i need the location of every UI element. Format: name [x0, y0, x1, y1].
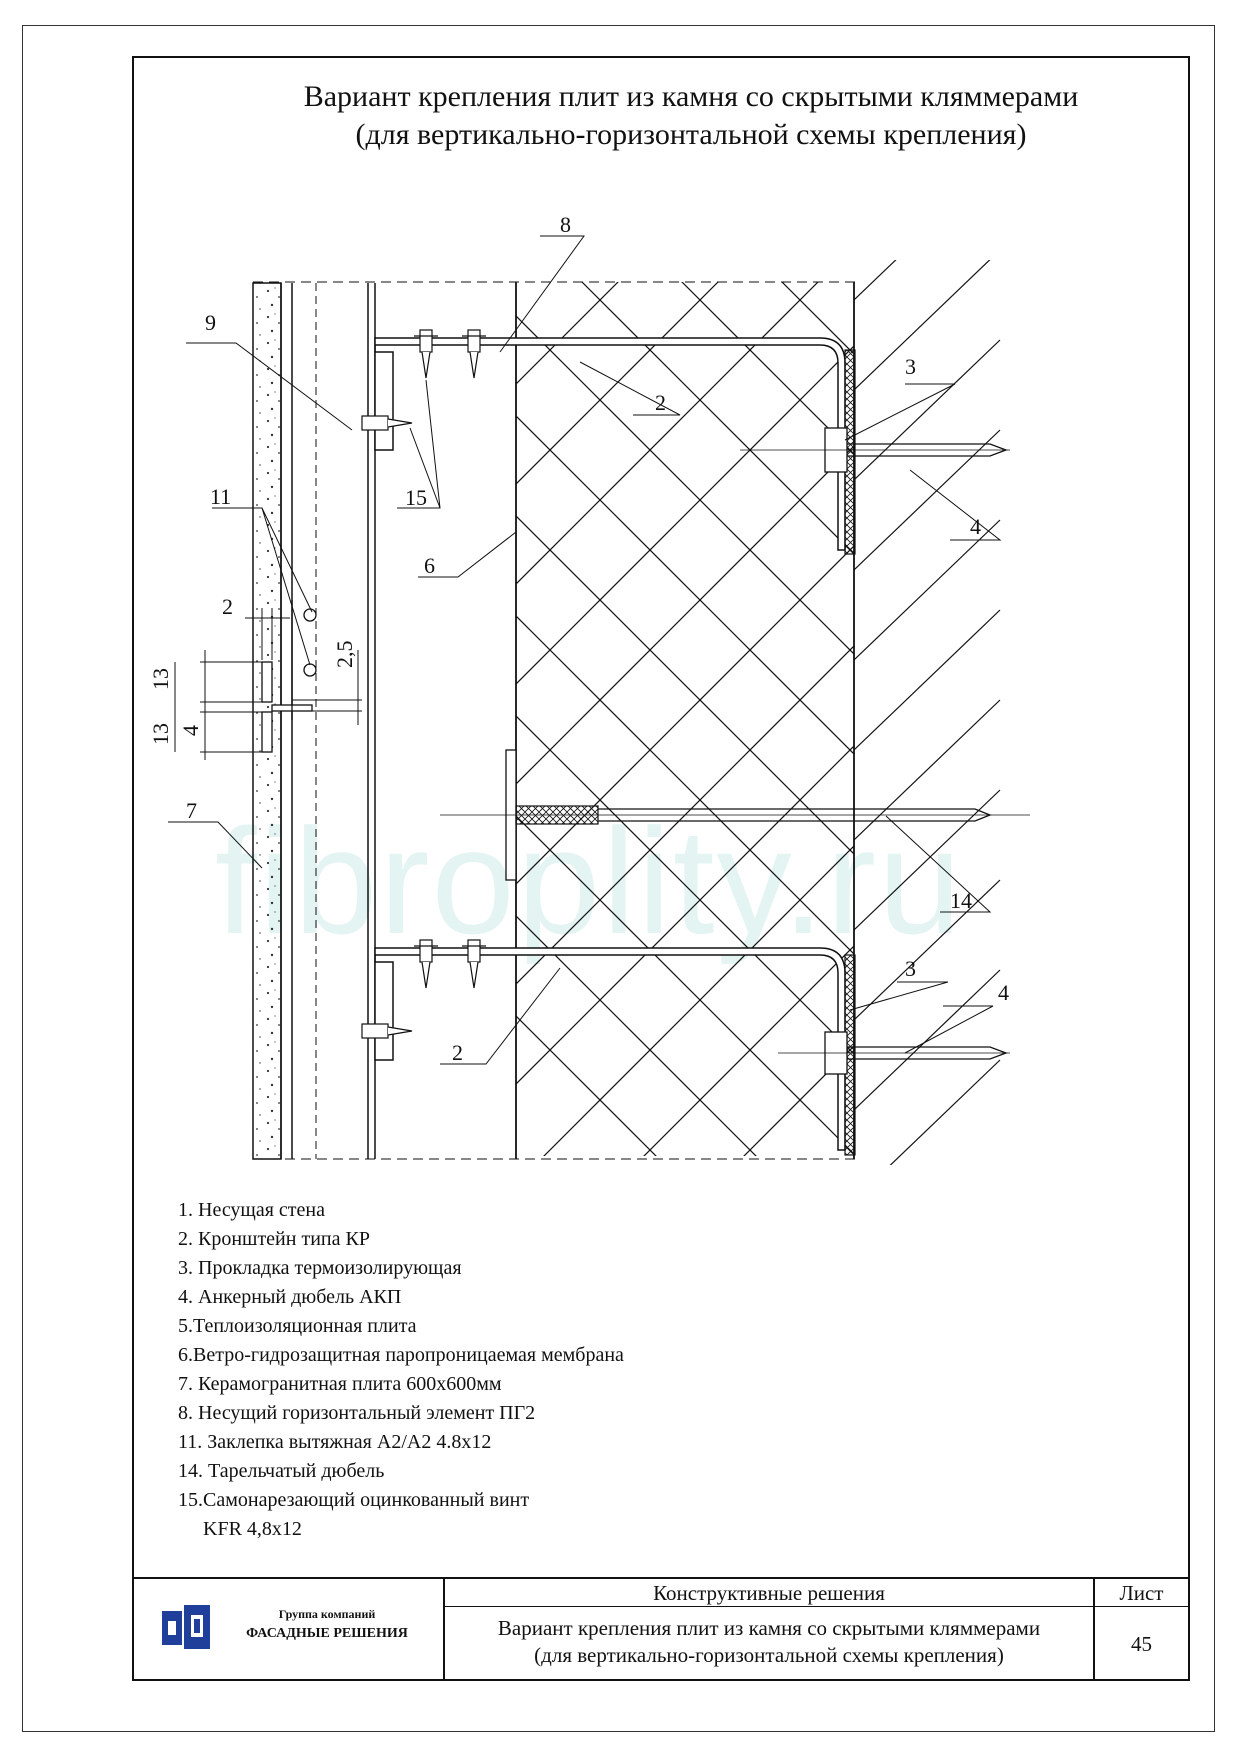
sheet-description: Вариант крепления плит из камня со скрыт… [445, 1607, 1095, 1681]
company-name-line2: ФАСАДНЫЕ РЕШЕНИЯ [246, 1626, 408, 1641]
sheet-number: 45 [1131, 1632, 1152, 1656]
drawing-title-line1: Вариант крепления плит из камня со скрыт… [303, 80, 1079, 113]
company-logo-icon [162, 1605, 210, 1649]
legend-item: 8. Несущий горизонтальный элемент ПГ2 [178, 1402, 536, 1424]
callout-3-lower: 3 [905, 956, 916, 981]
callout-4-dim: 4 [178, 725, 203, 736]
lower-bracket [374, 947, 846, 1151]
legend-item: 1. Несущая стена [178, 1199, 325, 1221]
callout-4-lower: 4 [998, 980, 1009, 1005]
section-name: Конструктивные решения [445, 1579, 1095, 1607]
callout-13-lower: 13 [148, 723, 173, 745]
callout-4-upper: 4 [970, 514, 981, 539]
legend-item: 14. Тарельчатый дюбель [178, 1460, 385, 1482]
callout-2-upper: 2 [655, 390, 666, 415]
sheet-outer-border [22, 25, 1215, 1732]
callout-3-upper: 3 [905, 354, 916, 379]
title-block-logo-cell: Группа компаний ФАСАДНЫЕ РЕШЕНИЯ [132, 1579, 445, 1681]
insulation-layer [516, 282, 854, 1156]
company-name-line1: Группа компаний [278, 1607, 376, 1621]
callout-11: 11 [210, 484, 231, 509]
callout-15: 15 [405, 485, 427, 510]
legend-item: 4. Анкерный дюбель АКП [178, 1286, 402, 1308]
upper-bracket [374, 337, 846, 551]
hidden-clip [261, 600, 317, 753]
screws-lower [361, 939, 486, 1039]
callout-14: 14 [950, 888, 972, 913]
leader-lines [168, 235, 1002, 1065]
sheet-label: Лист [1095, 1579, 1188, 1607]
sheet-description-line1: Вариант крепления плит из камня со скрыт… [497, 1616, 1041, 1640]
bearing-wall-hatch [854, 260, 1001, 1165]
sheet-description-line2: (для вертикально-горизонтальной схемы кр… [534, 1643, 1004, 1667]
callout-13-upper: 13 [148, 668, 173, 690]
upper-bracket-flange [374, 351, 394, 451]
legend-item: 2. Кронштейн типа КР [178, 1228, 370, 1250]
legend-item: 6.Ветро-гидрозащитная паропроницаемая ме… [178, 1344, 624, 1366]
callout-8: 8 [560, 212, 571, 237]
callout-9: 9 [205, 310, 216, 335]
dimension-vertical [174, 650, 262, 760]
legend-item: KFR 4,8x12 [178, 1518, 302, 1540]
callout-7: 7 [186, 798, 197, 823]
legend-list: 1. Несущая стена 2. Кронштейн типа КР 3.… [178, 1196, 624, 1544]
dimension-2 [245, 608, 290, 660]
legend-item: 11. Заклепка вытяжная А2/А2 4.8х12 [178, 1431, 492, 1453]
callout-2-5: 2,5 [332, 641, 357, 669]
title-block: Группа компаний ФАСАДНЫЕ РЕШЕНИЯ Констру… [132, 1577, 1190, 1681]
legend-item: 3. Прокладка термоизолирующая [178, 1257, 462, 1279]
legend-item: 5.Теплоизоляционная плита [178, 1315, 417, 1337]
legend-item: 7. Керамогранитная плита 600х600мм [178, 1373, 502, 1395]
drawing-title-line2: (для вертикально-горизонтальной схемы кр… [355, 118, 1027, 151]
callout-2-lower: 2 [452, 1040, 463, 1065]
lower-bracket-flange [374, 961, 394, 1061]
callout-2-dim: 2 [222, 594, 233, 619]
screws-upper [361, 329, 486, 431]
drawing-frame [132, 56, 1190, 1681]
legend-item: 15.Самонарезающий оцинкованный винт [178, 1489, 530, 1511]
callout-6: 6 [424, 553, 435, 578]
dimension-2-5 [292, 650, 362, 725]
